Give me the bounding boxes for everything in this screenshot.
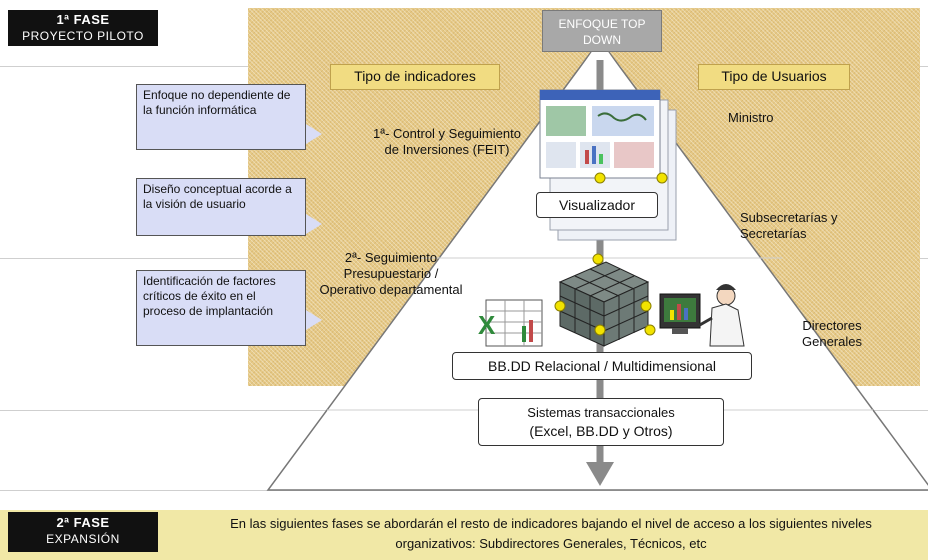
- source-systems-line1: Sistemas transaccionales: [527, 405, 675, 420]
- phase2-label: 2ª FASE EXPANSIÓN: [8, 512, 158, 552]
- user-minister: Ministro: [728, 110, 774, 125]
- dashboard-screens-icon: [539, 89, 677, 241]
- phase1-label: 1ª FASE PROYECTO PILOTO: [8, 10, 158, 46]
- top-down-line2: DOWN: [583, 33, 621, 47]
- callout-text: Identificación de factores críticos de é…: [143, 274, 276, 318]
- flow-arrow-head: [586, 462, 614, 486]
- connector-node: [592, 253, 604, 265]
- phase2-line1: 2ª FASE: [56, 515, 110, 530]
- pyramid-diagram: X: [266, 38, 928, 491]
- excel-spreadsheet-icon: X: [478, 299, 543, 347]
- connector-node: [554, 300, 566, 312]
- callout-pointer: [306, 124, 322, 144]
- connector-node: [656, 172, 668, 184]
- connector-node: [594, 172, 606, 184]
- connector-node: [640, 300, 652, 312]
- indicator-budget: 2ª- Seguimiento Presupuestario / Operati…: [319, 250, 463, 297]
- user-directors: Directores Generales: [802, 318, 862, 349]
- callout-pointer: [306, 310, 322, 330]
- phase1-line2: PROYECTO PILOTO: [22, 29, 144, 43]
- svg-text:X: X: [478, 310, 496, 340]
- callout-critical-factors: Identificación de factores críticos de é…: [136, 270, 306, 346]
- source-systems-box: Sistemas transaccionales (Excel, BB.DD y…: [478, 398, 724, 446]
- callout-pointer: [306, 214, 322, 234]
- footer-line2: organizativos: Subdirectores Generales, …: [395, 536, 707, 551]
- user-subsecretaries: Subsecretarías y Secretarías: [740, 210, 838, 241]
- expansion-description: En las siguientes fases se abordarán el …: [180, 514, 922, 554]
- callout-conceptual-design: Diseño conceptual acorde a la visión de …: [136, 178, 306, 236]
- connector-node: [594, 324, 606, 336]
- analyst-computer-icon: [659, 284, 745, 347]
- phase2-line2: EXPANSIÓN: [46, 532, 120, 546]
- footer-line1: En las siguientes fases se abordarán el …: [230, 516, 872, 531]
- top-down-tag: ENFOQUE TOP DOWN: [542, 10, 662, 52]
- source-systems-line2: (Excel, BB.DD y Otros): [529, 423, 673, 439]
- indicator-investments: 1ª- Control y Seguimiento de Inversiones…: [373, 126, 521, 157]
- olap-cube-icon: [558, 261, 650, 347]
- visualizer-box: Visualizador: [536, 192, 658, 218]
- database-box: BB.DD Relacional / Multidimensional: [452, 352, 752, 380]
- connector-node: [644, 324, 656, 336]
- callout-independent-approach: Enfoque no dependiente de la función inf…: [136, 84, 306, 150]
- top-down-line1: ENFOQUE TOP: [558, 17, 646, 31]
- callout-text: Diseño conceptual acorde a la visión de …: [143, 182, 292, 211]
- indicators-column-header: Tipo de indicadores: [330, 64, 500, 90]
- users-column-header: Tipo de Usuarios: [698, 64, 850, 90]
- phase1-line1: 1ª FASE: [56, 12, 110, 27]
- callout-text: Enfoque no dependiente de la función inf…: [143, 88, 291, 117]
